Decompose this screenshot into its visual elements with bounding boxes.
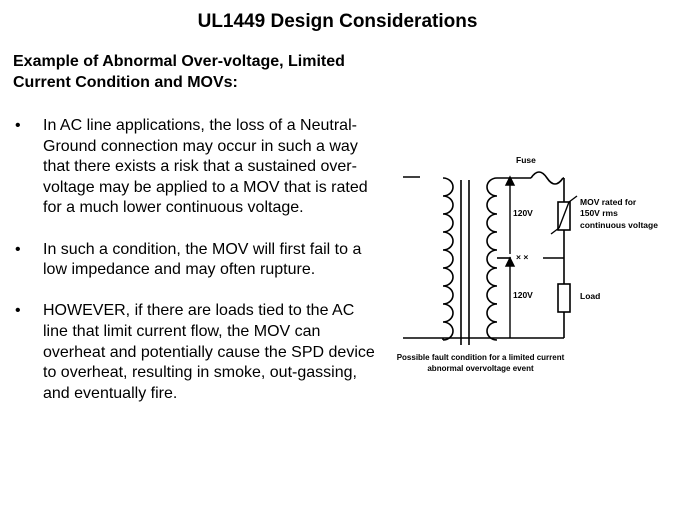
secondary-coil (486, 177, 498, 341)
bullet-item: • In such a condition, the MOV will firs… (13, 240, 383, 281)
bullet-text: HOWEVER, if there are loads tied to the … (43, 302, 375, 402)
caption-line: Possible fault condition for a limited c… (396, 353, 565, 362)
caption-line: abnormal overvoltage event (427, 364, 534, 373)
bullet-dot: • (15, 302, 21, 320)
bullet-text: In such a condition, the MOV will first … (43, 240, 362, 279)
mov-symbol (550, 195, 578, 235)
voltage-label-top: 120V (513, 208, 533, 218)
bullet-item: • HOWEVER, if there are loads tied to th… (13, 301, 383, 404)
fuse-label: Fuse (516, 155, 536, 165)
bullet-dot: • (15, 117, 21, 134)
fuse-symbol (530, 171, 564, 185)
circuit-diagram: Fuse 120V 120V MOV rated for 150V rms co… (403, 155, 658, 345)
bullet-item: • In AC line applications, the loss of a… (13, 116, 383, 219)
load-symbol (557, 283, 571, 313)
mov-label-line: 150V rms (580, 208, 618, 218)
slide-title: UL1449 Design Considerations (197, 11, 478, 32)
primary-coil (442, 177, 454, 341)
section-heading: Example of Abnormal Over-voltage, Limite… (13, 53, 345, 91)
voltage-label-bottom: 120V (513, 290, 533, 300)
mov-label-line: continuous voltage (580, 220, 658, 230)
load-label: Load (580, 291, 600, 301)
bullet-list: • In AC line applications, the loss of a… (13, 116, 383, 425)
arrow-head (504, 256, 516, 267)
bullet-text: In AC line applications, the loss of a N… (43, 117, 368, 217)
break-marks: × × (516, 252, 528, 262)
diagram-caption: Possible fault condition for a limited c… (383, 352, 578, 374)
bullet-dot: • (15, 240, 21, 258)
arrow-head (504, 175, 516, 186)
mov-label-line: MOV rated for (580, 197, 637, 207)
